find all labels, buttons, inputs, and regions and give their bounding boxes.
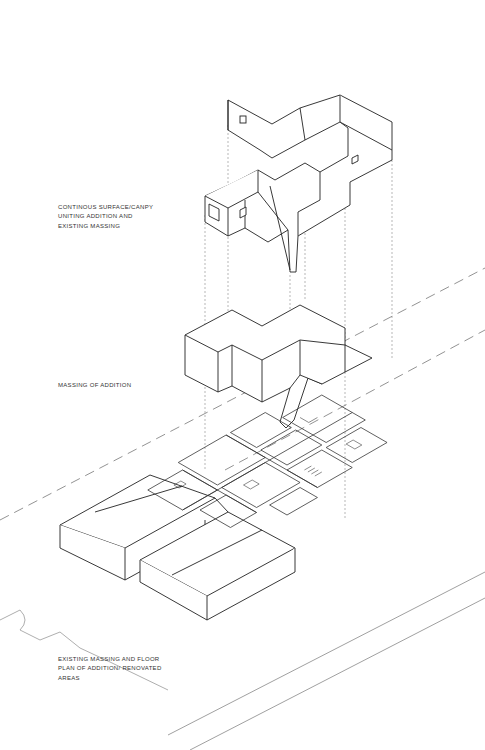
layer-caption: EXISTING MASSING AND FLOOR PLAN OF ADDIT…	[58, 655, 162, 683]
layer-caption: MASSING OF ADDITION	[58, 381, 168, 390]
layer-caption: CONTINOUS SURFACE/CANPY UNITING ADDITION…	[58, 203, 154, 231]
